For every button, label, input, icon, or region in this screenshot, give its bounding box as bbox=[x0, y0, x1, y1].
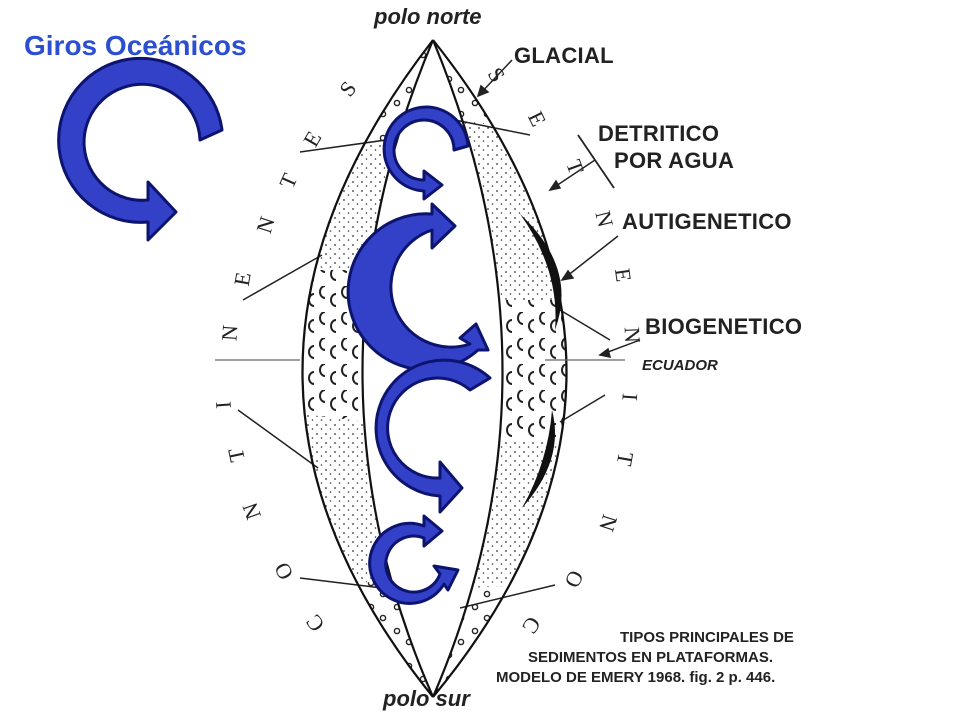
label-por-agua: POR AGUA bbox=[614, 148, 735, 173]
cont-left-letter: N bbox=[216, 324, 243, 342]
page-title: Giros Oceánicos bbox=[24, 30, 247, 61]
north-pole-label: polo norte bbox=[374, 4, 482, 29]
caption-line-2: SEDIMENTOS EN PLATAFORMAS. bbox=[528, 649, 774, 666]
label-biogenetico: BIOGENETICO bbox=[645, 314, 803, 339]
label-glacial: GLACIAL bbox=[514, 43, 614, 68]
cont-right-letter: N bbox=[619, 326, 646, 344]
label-autigenetico: AUTIGENETICO bbox=[622, 209, 792, 234]
caption: TIPOS PRINCIPALES DE SEDIMENTOS EN PLATA… bbox=[496, 628, 794, 688]
gyre-arrow-north-small-icon bbox=[382, 105, 470, 201]
gyre-arrow-south-small-icon bbox=[368, 514, 460, 605]
gyre-arrow-large-icon bbox=[57, 56, 224, 242]
caption-line-1: TIPOS PRINCIPALES DE bbox=[620, 629, 794, 646]
caption-line-3: MODELO DE EMERY 1968. fig. 2 p. 446. bbox=[496, 669, 776, 686]
gyre-arrows bbox=[57, 56, 492, 605]
leader-lines bbox=[476, 59, 641, 358]
autigenetico-crescent-south bbox=[522, 410, 556, 508]
south-pole-label: polo sur bbox=[383, 686, 470, 711]
label-detritico: DETRITICO bbox=[598, 121, 720, 146]
label-ecuador: ECUADOR bbox=[642, 357, 718, 374]
gyre-arrow-south-medium-icon bbox=[374, 358, 492, 514]
